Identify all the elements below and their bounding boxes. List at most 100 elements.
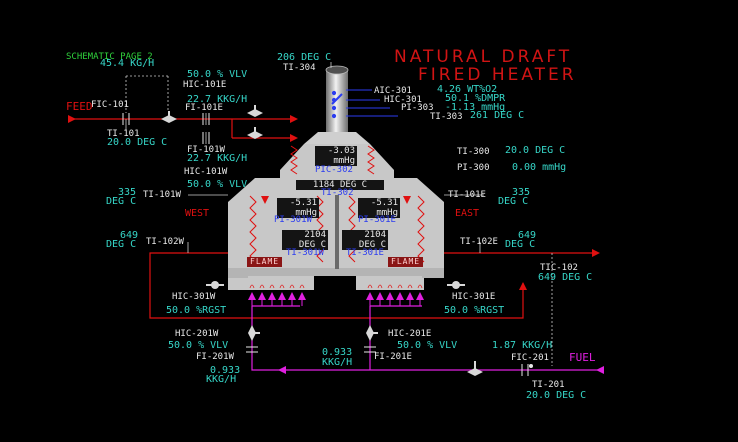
- fic201-fuel-control-valve[interactable]: [466, 360, 484, 380]
- radiant-coil-west: [249, 195, 257, 263]
- pi303-value[interactable]: -1.13 mmHg: [445, 102, 506, 113]
- pi301w-readout[interactable]: -5.31 mmHg: [277, 198, 319, 218]
- east-burner-flames: [367, 284, 423, 289]
- west-burner-stems: [251, 300, 303, 306]
- ti201-value[interactable]: 20.0 DEG C: [526, 390, 587, 401]
- pi301w-unit: mmHg: [295, 208, 317, 218]
- ti101-value[interactable]: 20.0 DEG C: [107, 137, 168, 148]
- fic101-tag: FIC-101: [91, 100, 129, 110]
- fi201w-value[interactable]: 0.933: [210, 365, 241, 376]
- ti303-value[interactable]: 261 DEG C: [470, 110, 525, 121]
- furnace-floor: [228, 268, 444, 278]
- ti304-tag: TI-304: [283, 63, 316, 73]
- aic301-value[interactable]: 4.26 WT%O2: [437, 84, 498, 95]
- pic302-readout[interactable]: -3.03 mmHg: [315, 146, 357, 166]
- ti301e-value: 2104: [364, 230, 386, 240]
- ti101e-value[interactable]: 335: [512, 187, 531, 198]
- ti301w-readout[interactable]: 2104 DEG C: [282, 230, 328, 250]
- west-outlet-arrow: [519, 282, 527, 290]
- ti300-value[interactable]: 20.0 DEG C: [505, 145, 566, 156]
- fi201e-value[interactable]: 0.933: [322, 347, 353, 358]
- tic102-value[interactable]: 649 DEG C: [538, 272, 593, 283]
- pi301e-unit: mmHg: [376, 208, 398, 218]
- fi201w-tag: FI-201W: [196, 352, 234, 362]
- aic301-tag: AIC-301: [374, 86, 412, 96]
- hic201w-fuel-valve[interactable]: [243, 324, 261, 342]
- fuel-arrow: [278, 366, 286, 374]
- feed-label: FEED: [66, 100, 93, 113]
- hic301e-value[interactable]: 50.0 %RGST: [444, 305, 505, 316]
- firebox-divider: [335, 195, 339, 269]
- ti101e-unit: DEG C: [498, 196, 529, 207]
- ti102e-value[interactable]: 649: [518, 230, 537, 241]
- pic302-tag: PIC-302: [315, 165, 353, 175]
- hic301w-air-register[interactable]: [205, 278, 225, 292]
- hic201e-value[interactable]: 50.0 % VLV: [397, 340, 458, 351]
- convection-coil-left: [290, 145, 298, 175]
- feed-west-arrow: [290, 134, 298, 142]
- ti101w-unit: DEG C: [106, 196, 137, 207]
- furnace-floor-east-burner-block: [356, 276, 422, 290]
- west-flame-indicator: FLAME: [247, 257, 283, 267]
- hic301-value[interactable]: 50.1 %DMPR: [445, 93, 506, 104]
- pi301w-tag: PI-301W: [274, 215, 312, 225]
- fi101e-value[interactable]: 22.7 KKG/H: [187, 94, 248, 105]
- ti302-readout[interactable]: 1184 DEG C: [296, 180, 384, 190]
- hic101w-control-valve[interactable]: [246, 126, 264, 144]
- fi201w-unit: KKG/H: [206, 374, 237, 385]
- hic101e-value[interactable]: 50.0 % VLV: [187, 69, 248, 80]
- ti101e-tag: TI-101E: [448, 190, 486, 200]
- hic301-tag: HIC-301: [384, 95, 422, 105]
- stack-top: [325, 65, 349, 75]
- ti301e-unit: DEG C: [358, 240, 386, 250]
- ti102w-value[interactable]: 649: [120, 230, 139, 241]
- pi301w-value: -5.31: [289, 198, 317, 208]
- pi301e-value: -5.31: [370, 198, 398, 208]
- hic301-stack-damper[interactable]: [330, 92, 344, 106]
- fi101w-tag: FI-101W: [187, 145, 225, 155]
- hic101w-value[interactable]: 50.0 % VLV: [187, 179, 248, 190]
- east-flame-indicator: FLAME: [388, 257, 424, 267]
- feed-arrow: [68, 115, 76, 123]
- ti102w-tag: TI-102W: [146, 237, 184, 247]
- fuel-header-line: [251, 344, 602, 371]
- west-burner-flames: [249, 284, 305, 289]
- pi301e-tag: PI-301E: [358, 215, 396, 225]
- east-label: EAST: [455, 208, 480, 219]
- ti201-tag: TI-201: [532, 380, 565, 390]
- hic201e-fuel-valve[interactable]: [361, 324, 379, 342]
- ti102e-tag: TI-102E: [460, 237, 498, 247]
- hic101e-control-valve[interactable]: [246, 104, 264, 122]
- east-inlet-arrow: [403, 196, 411, 204]
- west-inlet-arrow: [261, 196, 269, 204]
- ti101w-tag: TI-101W: [143, 190, 181, 200]
- pi300-value[interactable]: 0.00 mmHg: [512, 162, 567, 173]
- hic201e-tag: HIC-201E: [388, 329, 432, 339]
- ti304-value[interactable]: 206 DEG C: [277, 52, 332, 63]
- west-label: WEST: [185, 208, 210, 219]
- hic301e-air-register[interactable]: [446, 278, 466, 292]
- fic101-value[interactable]: 45.4 KG/H: [100, 58, 155, 69]
- ti301e-tag: TI-301E: [346, 248, 384, 258]
- fic201-value[interactable]: 1.87 KKG/H: [492, 340, 553, 351]
- schematic-page-label[interactable]: SCHEMATIC PAGE 2: [66, 52, 153, 62]
- pic302-value: -3.03: [327, 146, 355, 156]
- title-line-2: FIRED HEATER: [418, 65, 577, 85]
- hic301e-tag: HIC-301E: [452, 292, 496, 302]
- fic201-tag: FIC-201: [511, 353, 549, 363]
- ti303-tag: TI-303: [430, 112, 463, 122]
- flow-meter-symbols: [122, 113, 529, 376]
- hic301w-tag: HIC-301W: [172, 292, 216, 302]
- ti301e-readout[interactable]: 2104 DEG C: [342, 230, 388, 250]
- hic201w-value[interactable]: 50.0 % VLV: [168, 340, 229, 351]
- pi301e-readout[interactable]: -5.31 mmHg: [358, 198, 400, 218]
- hic301w-value[interactable]: 50.0 %RGST: [166, 305, 227, 316]
- fic101-control-valve[interactable]: [160, 110, 178, 128]
- ti102e-unit: DEG C: [505, 239, 536, 250]
- east-burner-stems: [369, 300, 421, 306]
- fi101w-value[interactable]: 22.7 KKG/H: [187, 153, 248, 164]
- pic302-unit: mmHg: [333, 156, 355, 166]
- hic101w-tag: HIC-101W: [184, 167, 228, 177]
- ti101w-value[interactable]: 335: [118, 187, 137, 198]
